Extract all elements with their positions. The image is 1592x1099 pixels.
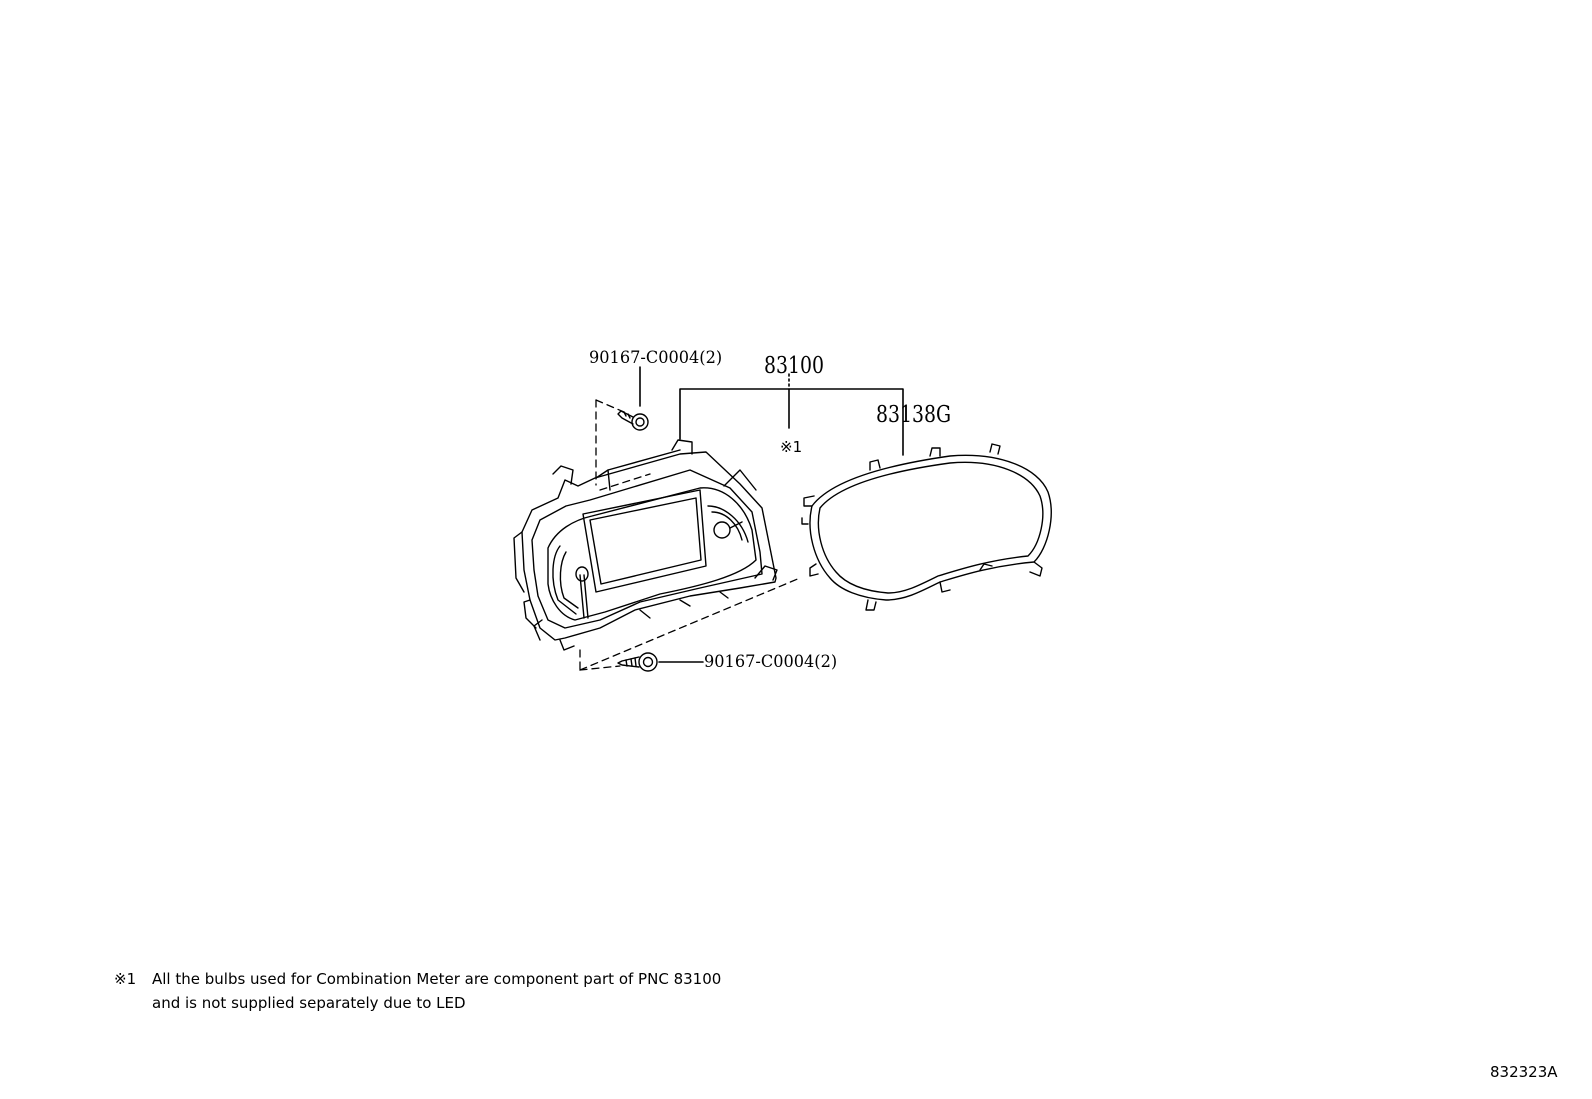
screw-top-part-number: 90167-C0004(2) [589, 348, 723, 368]
meter-glass-cover [801, 443, 1052, 611]
assembly-guide-lines [579, 399, 801, 671]
screw-top-icon [617, 410, 649, 431]
screw-bottom-part-number: 90167-C0004(2) [704, 652, 838, 672]
bulb-note-reference: ※1 [780, 438, 803, 456]
screw-bottom-icon [617, 652, 658, 672]
meter-assembly-part-number: 83100 [764, 353, 825, 379]
glass-cover-part-number: 83138G [876, 402, 952, 428]
bulb-footnote: ※1 All the bulbs used for Combination Me… [114, 967, 814, 1017]
illustration-id: 832323A [1490, 1063, 1558, 1081]
footnote-mark: ※1 [114, 970, 137, 988]
leader-lines [639, 366, 904, 663]
footnote-line-1: All the bulbs used for Combination Meter… [152, 970, 722, 988]
combination-meter-assembly [513, 439, 778, 651]
footnote-line-2: and is not supplied separately due to LE… [152, 994, 466, 1012]
